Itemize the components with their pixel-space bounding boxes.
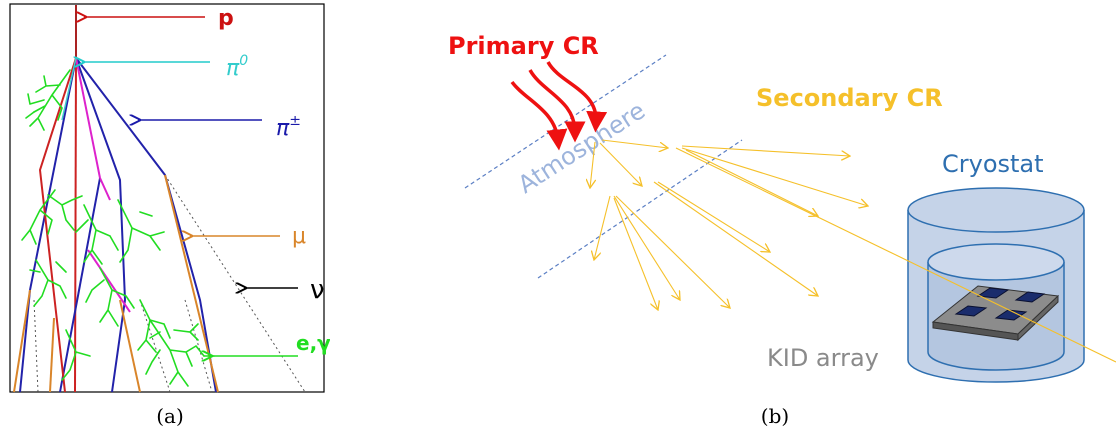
caption-a: (a) bbox=[156, 404, 184, 428]
panel-a-frame bbox=[9, 3, 325, 393]
cryostat-label: Cryostat bbox=[942, 150, 1044, 178]
kid-array bbox=[931, 285, 1060, 342]
cosmic-ray-diagram: Atmosphere Primary CR Secondary CR Cryos… bbox=[448, 32, 1116, 383]
kid-array-label: KID array bbox=[767, 344, 879, 372]
secondary-through-cryostat bbox=[675, 147, 1116, 363]
muon-label: μ bbox=[292, 224, 306, 249]
egamma-label: e,γ bbox=[296, 331, 330, 355]
panel-a-air-shower: p π0 π± μ ν e,γ bbox=[0, 0, 331, 400]
air-shower-diagram: p π0 π± μ ν e,γ bbox=[9, 3, 331, 393]
caption-b: (b) bbox=[760, 404, 790, 428]
primary-cr-arrows bbox=[510, 61, 608, 151]
cryostat bbox=[907, 187, 1085, 383]
atmosphere-label: Atmosphere bbox=[513, 96, 650, 199]
neutrino-label: ν bbox=[310, 275, 325, 305]
em-subshowers bbox=[21, 69, 215, 387]
primary-cr-label: Primary CR bbox=[448, 32, 599, 60]
secondary-cr-arrows bbox=[590, 139, 868, 310]
pipm-label: π± bbox=[276, 113, 301, 141]
pi0-label: π0 bbox=[226, 53, 248, 81]
panel-b-cosmic-ray-setup: Atmosphere Primary CR Secondary CR Cryos… bbox=[430, 0, 1116, 400]
proton-label: p bbox=[218, 6, 234, 31]
secondary-cr-label: Secondary CR bbox=[756, 84, 943, 112]
